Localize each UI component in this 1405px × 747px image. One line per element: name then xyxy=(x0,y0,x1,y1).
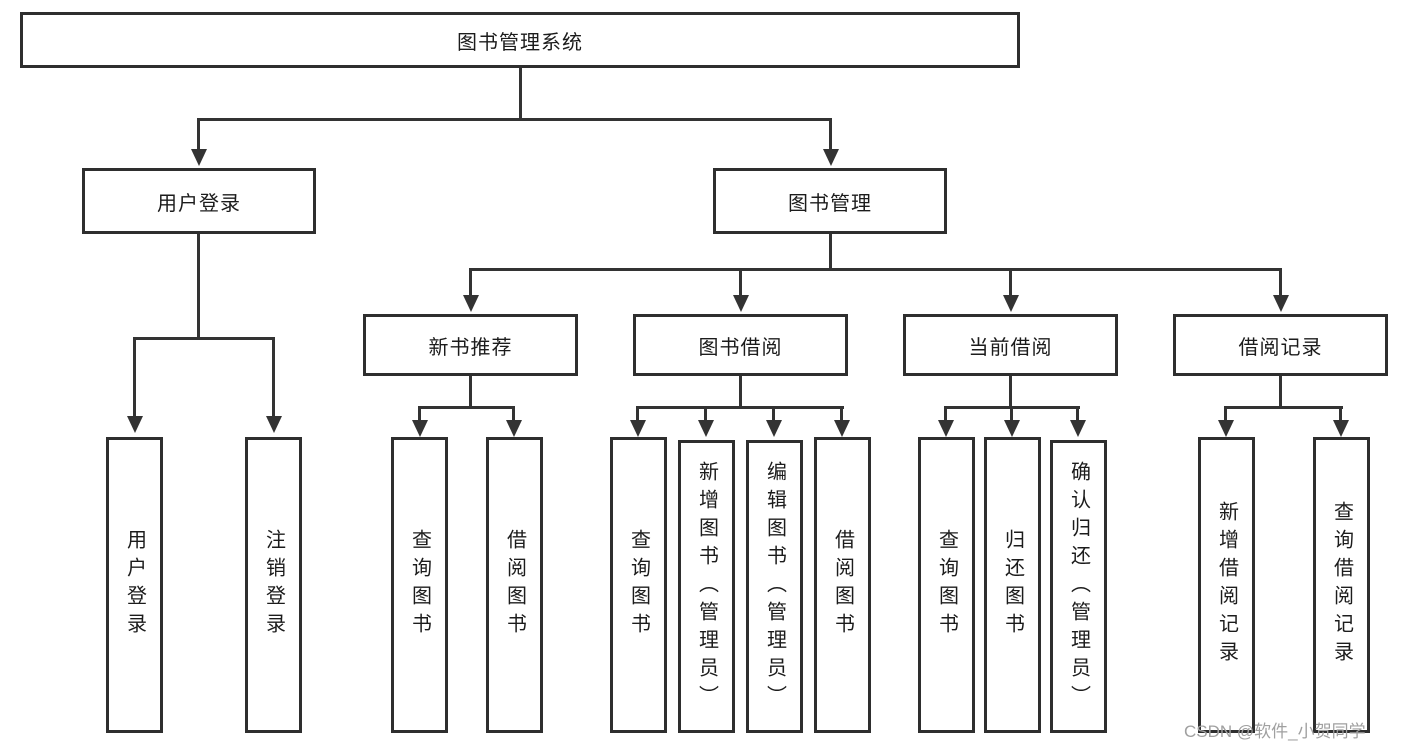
csdn-watermark: CSDN @软件_小贺同学 xyxy=(1184,722,1366,741)
node-book-borrow-label: 图书借阅 xyxy=(698,336,783,359)
arrowhead-down-icon xyxy=(766,420,782,437)
arrowhead-down-icon xyxy=(1218,420,1234,437)
leaf-logout: 注销登录 xyxy=(245,437,302,733)
node-book-management-group: 图书管理 xyxy=(713,168,947,234)
leaf-user-login: 用户登录 xyxy=(106,437,163,733)
connector-line xyxy=(636,406,844,409)
node-user-login-group-label: 用户登录 xyxy=(157,192,241,215)
arrowhead-down-icon xyxy=(733,295,749,312)
connector-line xyxy=(133,337,136,417)
leaf-bookborrow-borrow-books: 借阅图书 xyxy=(814,437,871,733)
node-new-book-recommend: 新书推荐 xyxy=(363,314,578,376)
node-current-borrow-label: 当前借阅 xyxy=(968,336,1053,359)
node-book-borrow: 图书借阅 xyxy=(633,314,848,376)
arrowhead-down-icon xyxy=(127,416,143,433)
leaf-bookborrow-borrow-books-label: 借阅图书 xyxy=(831,529,854,641)
connector-line xyxy=(1010,406,1013,420)
arrowhead-down-icon xyxy=(1003,295,1019,312)
arrowhead-down-icon xyxy=(191,149,207,166)
leaf-current-query-books-label: 查询图书 xyxy=(935,529,958,641)
leaf-records-query-record-label: 查询借阅记录 xyxy=(1330,501,1353,669)
arrowhead-down-icon xyxy=(1070,420,1086,437)
connector-line xyxy=(272,337,275,417)
connector-line xyxy=(1076,406,1079,420)
connector-line xyxy=(469,268,472,296)
connector-line xyxy=(739,376,742,407)
connector-line xyxy=(1224,406,1343,409)
node-book-management-group-label: 图书管理 xyxy=(788,192,872,215)
arrowhead-down-icon xyxy=(1333,420,1349,437)
connector-line xyxy=(418,406,421,420)
connector-line xyxy=(512,406,515,420)
connector-line xyxy=(418,406,515,409)
connector-line xyxy=(1279,268,1282,296)
arrowhead-down-icon xyxy=(463,295,479,312)
leaf-current-return-books: 归还图书 xyxy=(984,437,1041,733)
connector-line xyxy=(704,406,707,420)
leaf-logout-label: 注销登录 xyxy=(262,529,285,641)
arrowhead-down-icon xyxy=(412,420,428,437)
connector-line xyxy=(1279,376,1282,407)
arrowhead-down-icon xyxy=(938,420,954,437)
leaf-current-confirm-return-label: 确认归还（管理员） xyxy=(1067,460,1090,713)
connector-line xyxy=(829,118,832,150)
connector-line xyxy=(197,118,832,121)
arrowhead-down-icon xyxy=(1004,420,1020,437)
connector-line xyxy=(944,406,947,420)
arrowhead-down-icon xyxy=(834,420,850,437)
leaf-newbook-borrow-books: 借阅图书 xyxy=(486,437,543,733)
leaf-current-query-books: 查询图书 xyxy=(918,437,975,733)
leaf-bookborrow-edit-books: 编辑图书（管理员） xyxy=(746,440,803,733)
arrowhead-down-icon xyxy=(630,420,646,437)
node-user-login-group: 用户登录 xyxy=(82,168,316,234)
leaf-bookborrow-add-books: 新增图书（管理员） xyxy=(678,440,735,733)
connector-line xyxy=(1339,406,1342,420)
leaf-records-add-record: 新增借阅记录 xyxy=(1198,437,1255,733)
connector-line xyxy=(829,234,832,268)
arrowhead-down-icon xyxy=(823,149,839,166)
leaf-bookborrow-query-books: 查询图书 xyxy=(610,437,667,733)
connector-line xyxy=(636,406,639,420)
leaf-current-confirm-return: 确认归还（管理员） xyxy=(1050,440,1107,733)
node-root-label: 图书管理系统 xyxy=(457,31,583,54)
connector-line xyxy=(772,406,775,420)
leaf-bookborrow-query-books-label: 查询图书 xyxy=(627,529,650,641)
leaf-records-add-record-label: 新增借阅记录 xyxy=(1215,501,1238,669)
connector-line xyxy=(519,68,522,118)
leaf-newbook-borrow-books-label: 借阅图书 xyxy=(503,529,526,641)
arrowhead-down-icon xyxy=(506,420,522,437)
leaf-bookborrow-edit-books-label: 编辑图书（管理员） xyxy=(763,460,786,713)
node-borrow-records-label: 借阅记录 xyxy=(1238,336,1323,359)
connector-line xyxy=(739,268,742,296)
arrowhead-down-icon xyxy=(698,420,714,437)
leaf-current-return-books-label: 归还图书 xyxy=(1001,529,1024,641)
connector-line xyxy=(133,337,275,340)
connector-line xyxy=(469,376,472,407)
node-root: 图书管理系统 xyxy=(20,12,1020,68)
leaf-newbook-query-books-label: 查询图书 xyxy=(408,529,431,641)
leaf-newbook-query-books: 查询图书 xyxy=(391,437,448,733)
connector-line xyxy=(1009,376,1012,407)
connector-line xyxy=(1224,406,1227,420)
node-borrow-records: 借阅记录 xyxy=(1173,314,1388,376)
arrowhead-down-icon xyxy=(266,416,282,433)
connector-line xyxy=(197,234,200,337)
connector-line xyxy=(197,118,200,150)
leaf-records-query-record: 查询借阅记录 xyxy=(1313,437,1370,733)
leaf-user-login-label: 用户登录 xyxy=(123,529,146,641)
leaf-bookborrow-add-books-label: 新增图书（管理员） xyxy=(695,460,718,713)
connector-line xyxy=(1009,268,1012,296)
node-current-borrow: 当前借阅 xyxy=(903,314,1118,376)
connector-line xyxy=(840,406,843,420)
connector-line xyxy=(469,268,1282,271)
node-new-book-recommend-label: 新书推荐 xyxy=(428,336,513,359)
arrowhead-down-icon xyxy=(1273,295,1289,312)
